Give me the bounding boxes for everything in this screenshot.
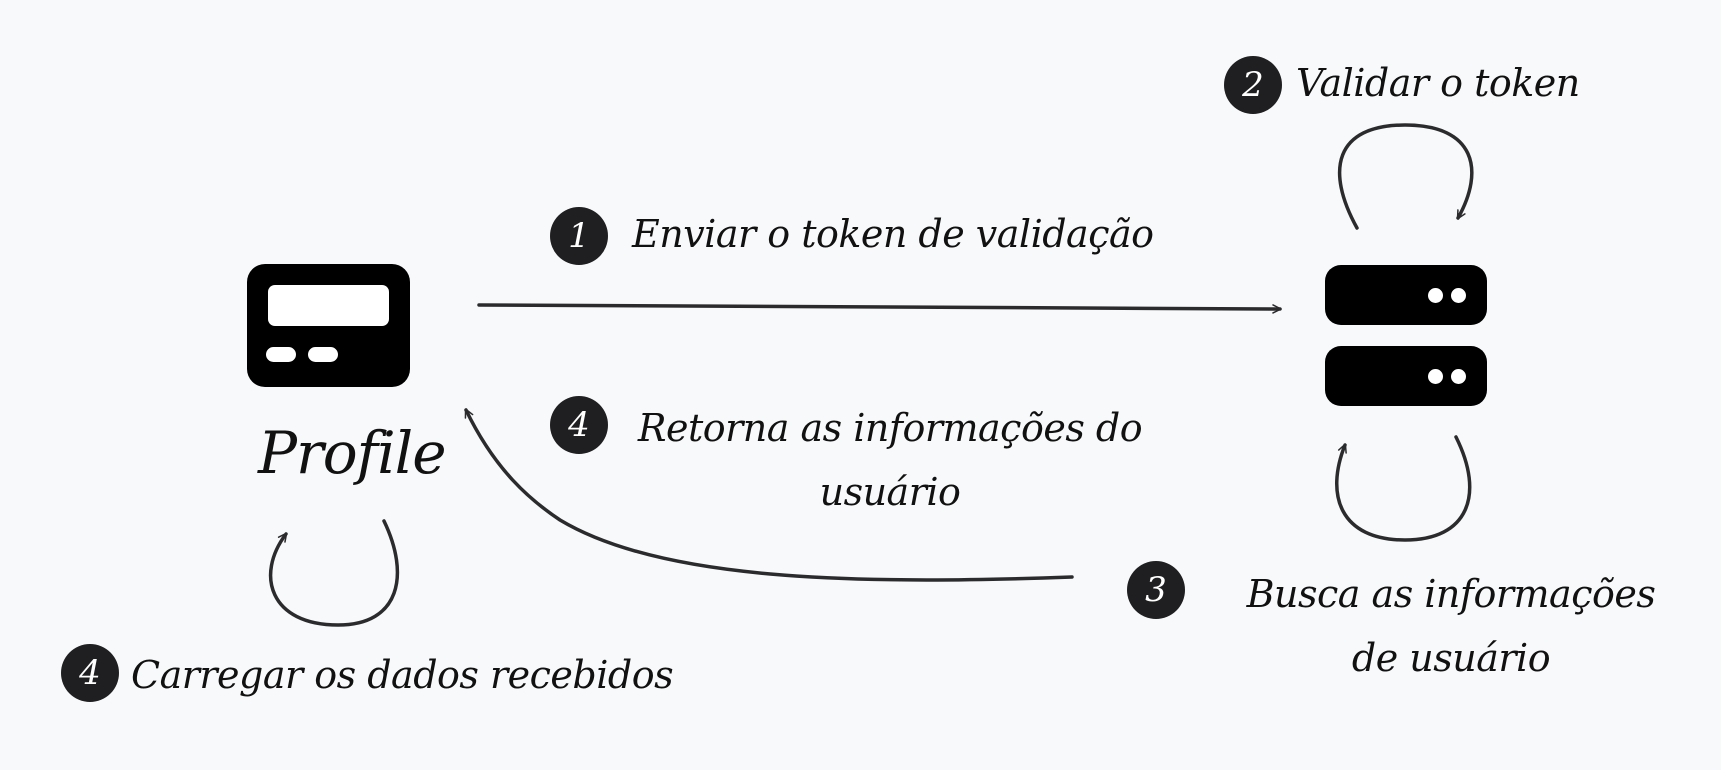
server-led xyxy=(1451,288,1466,303)
device-screen xyxy=(268,285,389,326)
step-1-label: Enviar o token de validação xyxy=(632,212,1154,256)
step-badge-4b: 4 xyxy=(61,644,119,702)
card-reader-icon xyxy=(247,264,410,387)
server-led xyxy=(1428,369,1443,384)
response-arrow xyxy=(464,408,1074,582)
step-4-label: Retorna as informações do usuário xyxy=(637,406,1143,514)
server-rack-icon xyxy=(1325,346,1487,406)
step-badge-3: 3 xyxy=(1127,561,1185,619)
client-title: Profile xyxy=(258,419,447,487)
request-arrow xyxy=(477,303,1282,314)
step-2-label: Validar o token xyxy=(1296,61,1580,105)
step-badge-2: 2 xyxy=(1224,56,1282,114)
server-rack-icon xyxy=(1325,265,1487,325)
server-led xyxy=(1451,369,1466,384)
step-badge-4: 4 xyxy=(550,396,608,454)
device-button-right xyxy=(308,347,338,362)
validate-loop-arrow xyxy=(1337,123,1474,230)
fetch-loop-arrow xyxy=(1335,435,1472,542)
step-3-label: Busca as informações de usuário xyxy=(1246,572,1656,680)
load-loop-arrow xyxy=(268,519,400,627)
device-button-left xyxy=(266,347,296,362)
step-badge-1: 1 xyxy=(550,207,608,265)
step-4b-label: Carregar os dados recebidos xyxy=(131,653,674,697)
server-led xyxy=(1428,288,1443,303)
